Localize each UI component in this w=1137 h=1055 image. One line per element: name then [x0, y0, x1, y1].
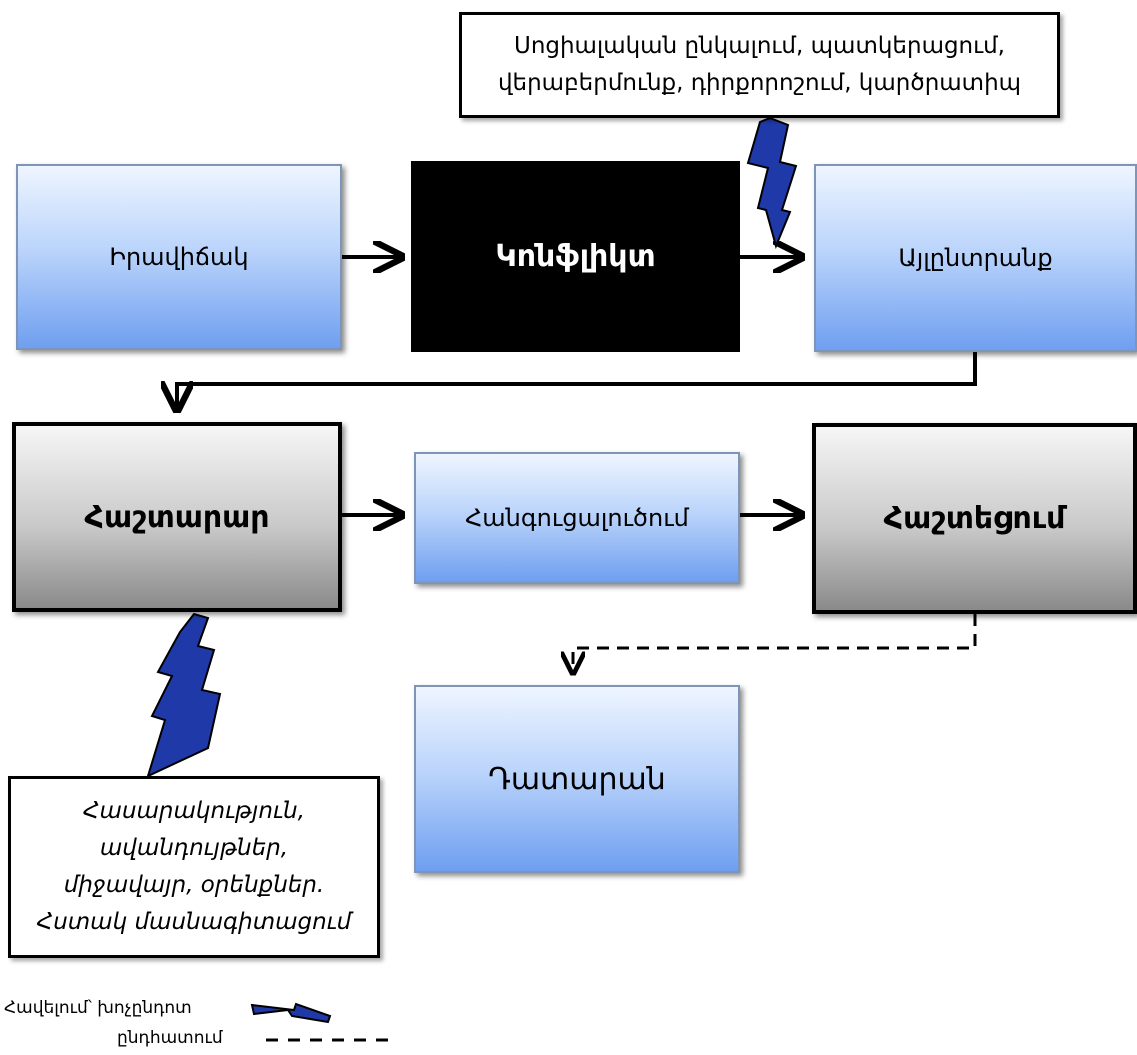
node-peace-label: Հաշտեցում [883, 501, 1066, 536]
node-court: Դատարան [414, 685, 740, 873]
node-reconciliation-label: Հանգուցալուծում [465, 504, 689, 532]
note-bottom: Հասարակություն, ավանդույթներ, միջավայր, … [8, 776, 380, 958]
node-situation: Իրավիճակ [16, 164, 342, 350]
node-situation-label: Իրավիճակ [109, 243, 249, 271]
node-conflict: Կոնֆլիկտ [411, 161, 740, 352]
note-top: Սոցիալական ընկալում, պատկերացում, վերաբե… [459, 12, 1060, 118]
note-top-line-2: վերաբերմունք, դիրքորոշում, կարծրատիպ [497, 70, 1022, 96]
legend-interruption-label: ընդհատում [117, 1028, 223, 1048]
node-conflict-label: Կոնֆլիկտ [495, 239, 656, 274]
lightning-bolt-icon [146, 612, 222, 778]
note-top-line-1: Սոցիալական ընկալում, պատկերացում, [514, 33, 1005, 59]
node-alternatives: Այլընտրանք [814, 164, 1137, 352]
note-bottom-line-2: ավանդույթներ, [99, 835, 289, 861]
arrow-alternatives-agreement [177, 352, 977, 410]
note-bottom-line-3: միջավայր, օրենքներ. [63, 872, 325, 898]
lightning-bolt-icon [746, 116, 798, 250]
node-alternatives-label: Այլընտրանք [898, 244, 1053, 272]
dashed-peace-court [573, 614, 977, 673]
legend-influence-label: Հավելում՝ խոչընդոտ [4, 998, 192, 1018]
node-agreement-label: Հաշտարար [84, 499, 270, 535]
node-reconciliation: Հանգուցալուծում [414, 452, 740, 584]
node-peace: Հաշտեցում [812, 423, 1137, 614]
node-agreement: Հաշտարար [12, 422, 342, 612]
note-bottom-line-1: Հասարակություն, [83, 798, 305, 824]
note-bottom-line-4: Հստակ մասնագիտացում [36, 909, 352, 935]
node-court-label: Դատարան [488, 761, 666, 797]
lightning-bolt-icon [250, 1002, 332, 1024]
